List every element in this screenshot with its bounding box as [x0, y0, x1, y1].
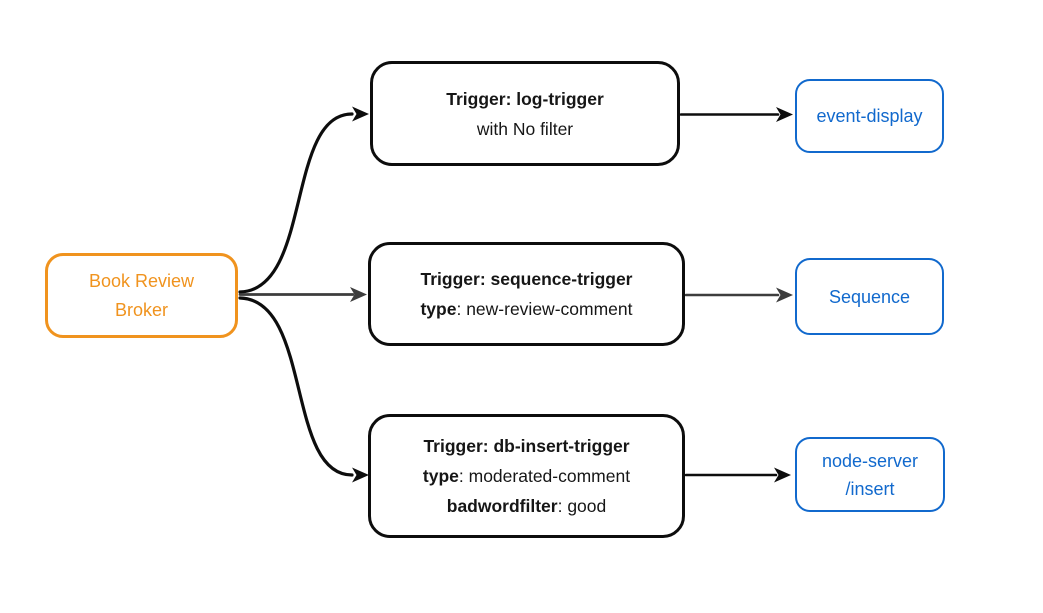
- arrowhead-icon: [776, 287, 793, 303]
- broker-node: Book Review Broker: [45, 253, 238, 338]
- sink-node-event-display: event-display: [795, 79, 944, 153]
- arrowhead-icon: [352, 467, 369, 483]
- trigger-filter-line: badwordfilter: good: [446, 496, 607, 516]
- trigger-filter-line: type: new-review-comment: [420, 299, 633, 319]
- sink-label: event-display: [816, 106, 923, 126]
- trigger-title: Trigger: log-trigger: [446, 88, 604, 109]
- arrow-broker-to-log-trigger: [238, 106, 369, 294]
- trigger-title: Trigger: sequence-trigger: [420, 269, 633, 289]
- trigger-node-db-insert: Trigger: db-insert-trigger type: moderat…: [368, 414, 685, 538]
- arrow-log-trigger-to-event-display: [679, 107, 793, 122]
- sink-label: Sequence: [828, 286, 911, 307]
- sink-label-line2: /insert: [845, 478, 895, 499]
- trigger-filter-line: type: moderated-comment: [422, 466, 631, 486]
- trigger-title: Trigger: db-insert-trigger: [423, 436, 630, 456]
- trigger-filter-line: with No filter: [476, 118, 574, 139]
- arrowhead-icon: [350, 287, 367, 302]
- arrowhead-icon: [776, 107, 793, 122]
- arrow-broker-to-sequence-trigger: [238, 287, 367, 302]
- arrow-db-insert-trigger-to-node-server: [684, 467, 791, 483]
- trigger-node-log: Trigger: log-trigger with No filter: [370, 61, 680, 166]
- broker-label-line1: Book Review: [88, 270, 195, 291]
- arrowhead-icon: [774, 467, 791, 483]
- arrowhead-icon: [352, 106, 369, 122]
- arrow-broker-to-db-insert-trigger: [238, 296, 369, 483]
- broker-label-line2: Broker: [114, 299, 168, 320]
- sink-node-node-server: node-server /insert: [795, 437, 945, 512]
- sink-label-line1: node-server: [821, 450, 919, 471]
- arrow-sequence-trigger-to-sequence: [684, 287, 793, 303]
- trigger-node-sequence: Trigger: sequence-trigger type: new-revi…: [368, 242, 685, 346]
- sink-node-sequence: Sequence: [795, 258, 944, 335]
